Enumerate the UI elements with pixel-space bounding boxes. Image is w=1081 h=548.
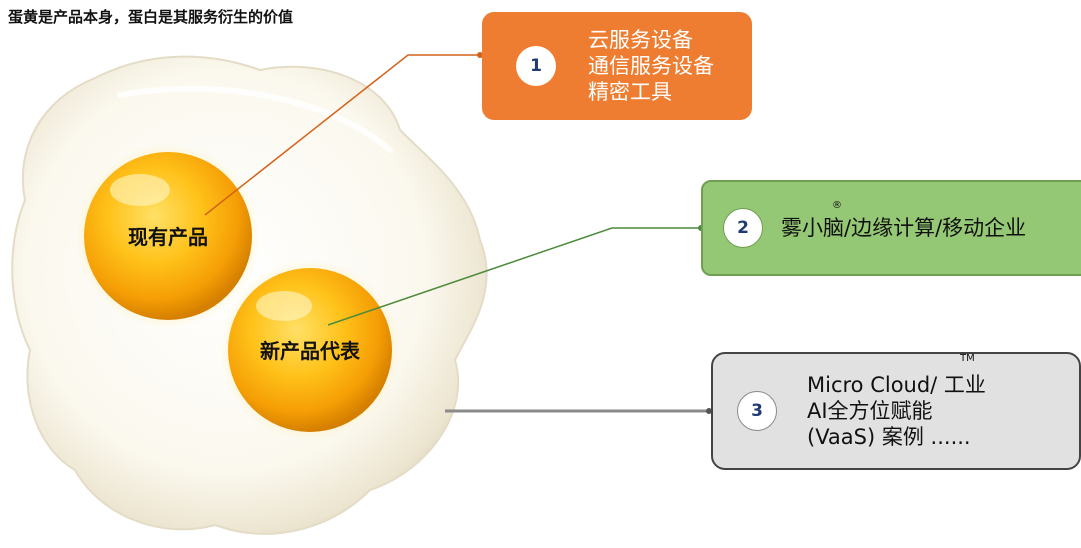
callout-box-1: 1 云服务设备 通信服务设备 精密工具 [482,12,752,120]
callout-text-2: 雾小脑/边缘计算/移动企业 [781,215,1026,241]
callout-line: Micro Cloud/ 工业 [807,373,986,397]
number-badge-3: 3 [737,391,777,431]
yolk-label-new: 新产品代表 [260,339,361,363]
registered-mark: ® [832,200,842,211]
callout-line: 精密工具 [588,80,672,104]
connector-2 [327,227,701,326]
callout-line: 雾小脑/边缘计算/移动企业 [781,216,1027,240]
callout-box-3: 3 Micro Cloud/ 工业 AI全方位赋能 (VaaS) 案例 ....… [711,352,1081,470]
trademark-mark: TM [960,353,975,364]
callout-line: AI全方位赋能 [807,399,933,423]
callout-line: 通信服务设备 [588,54,714,78]
callout-box-2: 2 雾小脑/边缘计算/移动企业 [701,180,1081,276]
page-title: 蛋黄是产品本身，蛋白是其服务衍生的价值 [8,8,294,26]
callout-line: 云服务设备 [588,28,693,52]
number-badge-1: 1 [516,46,556,86]
callout-line: (VaaS) 案例 ...... [807,425,971,449]
callout-text-3: Micro Cloud/ 工业 AI全方位赋能 (VaaS) 案例 ...... [807,372,986,450]
number-badge-2: 2 [723,208,763,248]
yolk-label-existing: 现有产品 [128,225,208,249]
callout-text-1: 云服务设备 通信服务设备 精密工具 [588,27,714,105]
connector-1 [204,54,480,216]
